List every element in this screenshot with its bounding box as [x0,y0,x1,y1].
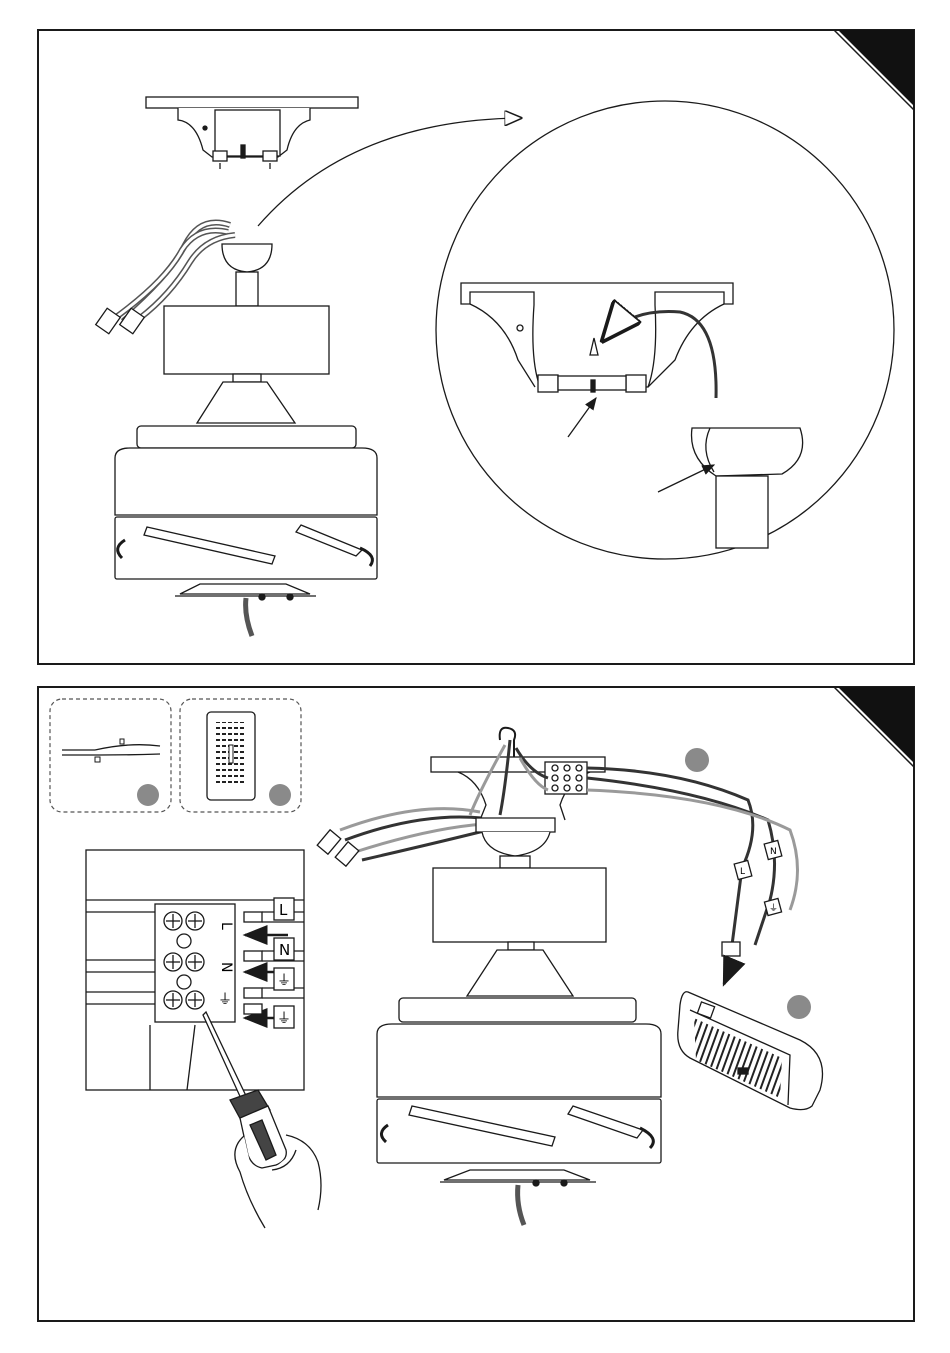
canopy-small [146,97,358,169]
corner-tab-bottom [838,687,914,763]
panel-top [38,30,914,664]
fan-wire-tag-n: N [770,847,777,857]
wire-tag-l: L [279,901,288,919]
terminal-label-n: N [218,962,234,972]
terminal-label-l: L [218,922,234,930]
step-marker-a [137,784,159,806]
inset-wire-end [50,699,171,812]
corner-tab-top [838,30,914,106]
inset-receiver [180,699,301,812]
step-marker-d [787,995,811,1019]
fan-wire-tag-earth: ⏚ [769,903,778,914]
wire-tag-earth-2: ⏚ [277,1011,291,1027]
step-marker-b [269,784,291,806]
fan-assembly-top [96,223,377,637]
step-marker-c [685,748,709,772]
panel-bottom: L N ⏚ L N ⏚ ⏚ [38,687,914,1321]
terminal-label-earth: ⏚ [218,992,232,1008]
wire-tag-earth-1: ⏚ [277,973,291,989]
detail-circle [436,101,894,559]
fan-wire-tag-l: L [740,867,745,877]
wire-tag-n: N [279,941,290,959]
insert-arrow [724,960,734,984]
fan-assembly-bottom [317,728,797,1225]
terminal-block-detail [86,850,304,1090]
